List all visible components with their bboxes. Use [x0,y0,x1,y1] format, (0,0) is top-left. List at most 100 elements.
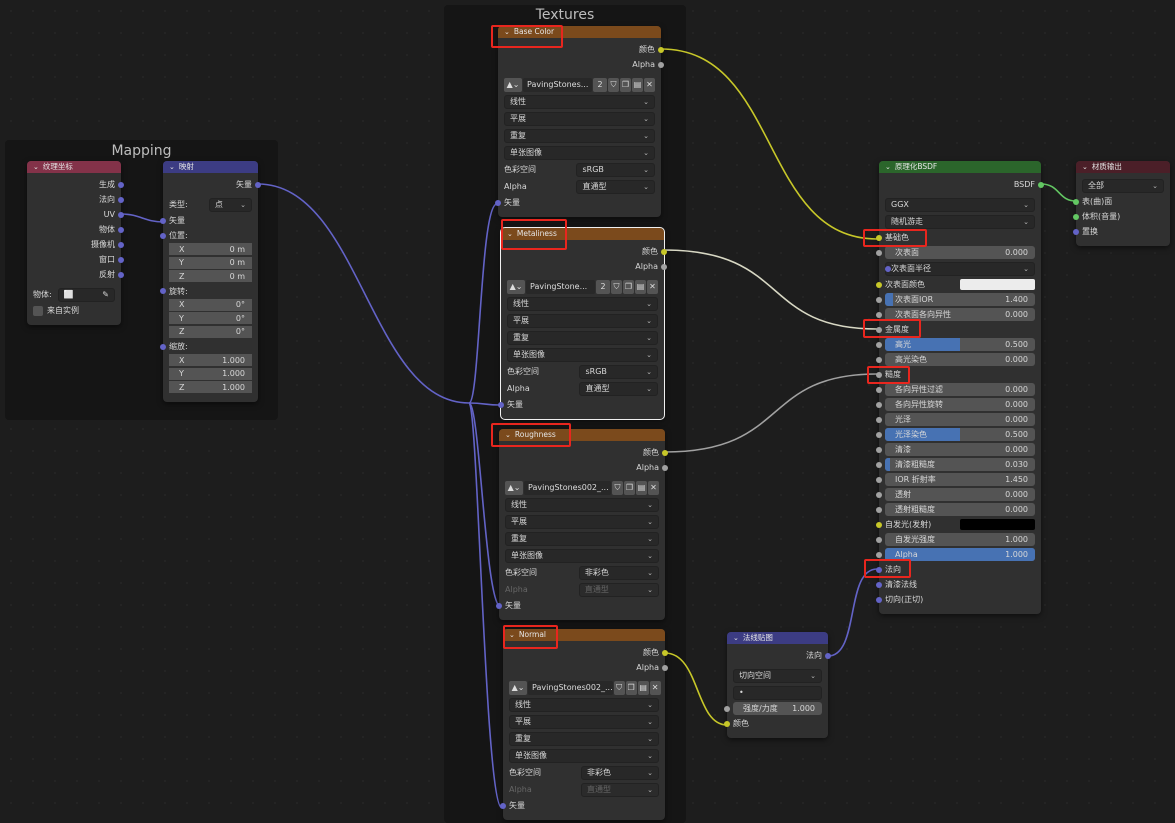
socket-float-icon[interactable] [876,506,882,513]
collapse-chevron-icon[interactable]: ⌄ [505,431,511,439]
dropdown-button[interactable]: 单张图像⌄ [507,347,658,362]
duplicate-icon[interactable]: ❐ [623,279,634,294]
open-file-icon[interactable]: ▤ [635,279,646,294]
socket-float-icon[interactable] [876,311,882,318]
node-header[interactable]: ⌄Metaliness [501,228,664,240]
dropdown-button[interactable]: 单张图像⌄ [504,145,655,160]
dropdown-button[interactable]: 平展⌄ [505,514,659,529]
socket-color-icon[interactable] [876,521,882,528]
socket-vector-icon[interactable] [160,288,166,294]
open-file-icon[interactable]: ▤ [636,480,647,495]
socket-float-icon[interactable] [661,263,667,270]
node-material-output[interactable]: ⌄材质输出全部⌄表(曲)面体积(音量)置换 [1073,161,1170,246]
dropdown-button[interactable]: 单张图像⌄ [509,748,659,763]
socket-color-icon[interactable] [662,449,668,456]
dropdown-button[interactable]: 线性⌄ [507,296,658,311]
unlink-close-icon[interactable]: ✕ [649,680,661,695]
socket-color-icon[interactable] [662,649,668,656]
socket-vector-icon[interactable] [160,232,166,239]
dropdown-button[interactable]: 次表面半径⌄ [885,261,1035,276]
socket-shader-icon[interactable] [1038,181,1044,188]
socket-float-icon[interactable] [662,664,668,671]
dropdown-button[interactable]: 直通型⌄ [576,179,655,194]
image-name[interactable]: PavingStones002_... [524,480,611,495]
socket-vector-icon[interactable] [118,271,124,278]
unlink-close-icon[interactable]: ✕ [647,279,658,294]
socket-float-icon[interactable] [662,464,668,471]
dropdown-button[interactable]: sRGB⌄ [576,162,655,177]
socket-float-icon[interactable] [876,401,882,408]
fake-user-shield-icon[interactable]: ⛉ [611,279,622,294]
open-file-icon[interactable]: ▤ [632,77,643,92]
socket-vector-icon[interactable] [876,596,882,603]
socket-vector-icon[interactable] [876,581,882,588]
image-name[interactable]: PavingStones002_... [528,680,613,695]
dropdown-button[interactable]: 平展⌄ [507,313,658,328]
collapse-chevron-icon[interactable]: ⌄ [507,230,513,238]
collapse-chevron-icon[interactable]: ⌄ [509,631,515,639]
socket-vector-icon[interactable] [118,226,124,233]
dropdown-button[interactable]: 单张图像⌄ [505,548,659,563]
image-users-count[interactable]: 2 [596,279,610,294]
socket-color-icon[interactable] [658,46,664,53]
socket-vector-icon[interactable] [118,181,124,188]
node-header[interactable]: ⌄原理化BSDF [879,161,1041,173]
socket-vector-icon[interactable] [160,217,166,224]
duplicate-icon[interactable]: ❐ [624,480,635,495]
socket-float-icon[interactable] [876,326,882,333]
node-header[interactable]: ⌄法线贴图 [727,632,828,644]
uv-map-input[interactable]: • [733,685,822,700]
socket-vector-icon[interactable] [118,256,124,263]
eyedropper-icon[interactable]: ✎ [102,290,109,299]
dropdown-button[interactable]: 重复⌄ [504,128,655,143]
dropdown-button[interactable]: 重复⌄ [507,330,658,345]
node-header[interactable]: ⌄Normal [503,629,665,641]
dropdown-button[interactable]: 切向空间⌄ [733,668,822,683]
socket-color-icon[interactable] [724,720,730,727]
dropdown-button[interactable]: 非彩色⌄ [578,565,659,580]
fake-user-shield-icon[interactable]: ⛉ [612,480,623,495]
dropdown-button[interactable]: 线性⌄ [505,497,659,512]
node-header[interactable]: ⌄材质输出 [1076,161,1170,173]
socket-vector-icon[interactable] [498,401,504,408]
socket-color-icon[interactable] [876,281,882,288]
socket-float-icon[interactable] [876,371,882,378]
socket-vector-icon[interactable] [496,602,502,609]
fake-user-shield-icon[interactable]: ⛉ [608,77,619,92]
socket-float-icon[interactable] [876,249,882,256]
dropdown-button[interactable]: 随机游走⌄ [885,214,1035,229]
socket-float-icon[interactable] [876,536,882,543]
socket-vector-icon[interactable] [885,265,891,272]
collapse-chevron-icon[interactable]: ⌄ [733,634,739,642]
socket-shader-icon[interactable] [1073,213,1079,220]
dropdown-button[interactable]: 平展⌄ [509,714,659,729]
node-header[interactable]: ⌄映射 [163,161,258,173]
image-browse-icon[interactable]: ▲⌄ [504,77,522,92]
color-swatch[interactable] [960,519,1035,530]
socket-float-icon[interactable] [876,446,882,453]
socket-shader-icon[interactable] [1073,198,1079,205]
dropdown-button[interactable]: 平展⌄ [504,111,655,126]
socket-float-icon[interactable] [876,341,882,348]
collapse-chevron-icon[interactable]: ⌄ [885,163,891,171]
socket-float-icon[interactable] [876,476,882,483]
socket-vector-icon[interactable] [118,196,124,203]
socket-float-icon[interactable] [876,461,882,468]
socket-vector-icon[interactable] [495,199,501,206]
